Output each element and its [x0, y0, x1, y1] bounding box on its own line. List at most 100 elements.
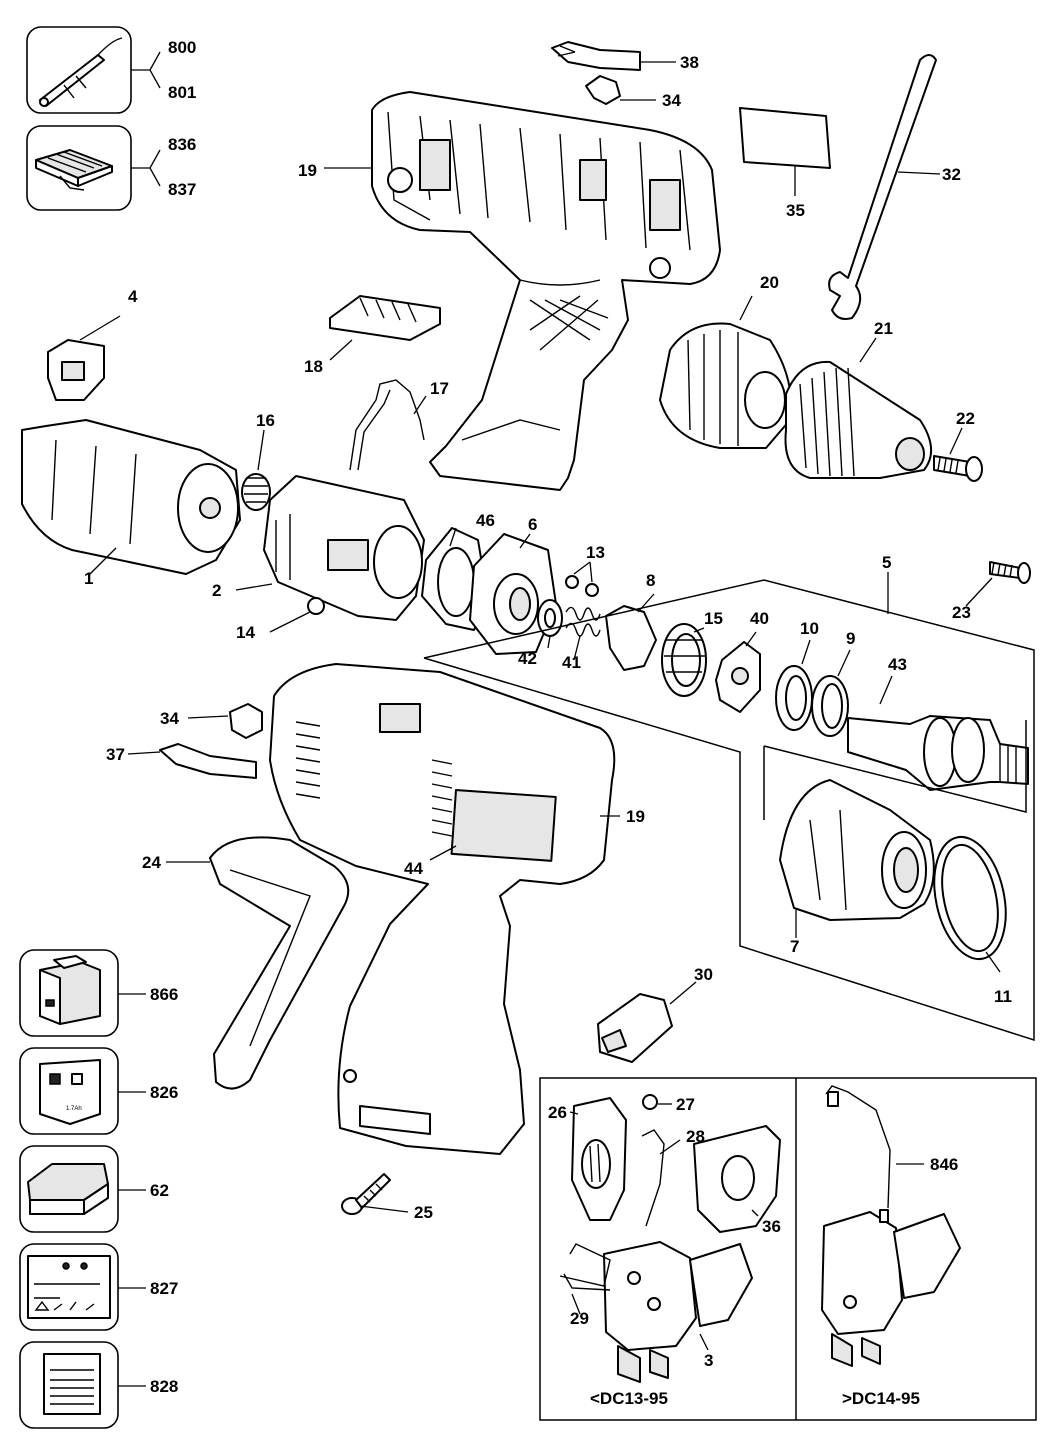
label-10: 10: [800, 619, 819, 638]
label-800: 800: [168, 38, 196, 57]
part-15-clutch-spring[interactable]: [661, 623, 707, 697]
accessory-826-label[interactable]: 1.7Ah: [19, 1047, 146, 1135]
label-15: 15: [704, 609, 723, 628]
part-30-switch-button[interactable]: [597, 981, 697, 1063]
callout-labels: 800 801 836 837 38 34 19 35 32 4 18 17 2…: [84, 38, 1012, 1408]
part-9-ring[interactable]: [811, 649, 851, 737]
label-30: 30: [694, 965, 713, 984]
part-40-clutch-adjuster[interactable]: [715, 631, 761, 713]
label-828: 828: [150, 1377, 178, 1396]
part-14-screw[interactable]: [269, 597, 325, 633]
label-11: 11: [994, 987, 1012, 1006]
label-7: 7: [790, 937, 799, 956]
label-35: 35: [786, 201, 805, 220]
accessory-828-rating-label[interactable]: [19, 1341, 146, 1429]
part-29-wire[interactable]: [563, 1273, 611, 1315]
label-32: 32: [942, 165, 961, 184]
label-3: 3: [704, 1351, 713, 1370]
label-21: 21: [874, 319, 893, 338]
switch-detail-box: [539, 1077, 1037, 1421]
part-13-balls[interactable]: [565, 561, 599, 597]
part-23-screw[interactable]: [965, 561, 1031, 607]
assembly-5-frame: [423, 572, 1035, 1042]
accessory-62-charger[interactable]: [19, 1145, 146, 1233]
part-3-trigger-switch[interactable]: [559, 1241, 753, 1383]
part-34-bit-clip-top[interactable]: [585, 75, 656, 105]
label-19-bottom: 19: [626, 807, 645, 826]
part-11-seal-ring[interactable]: [924, 830, 1016, 973]
label-6: 6: [528, 515, 537, 534]
label-42: 42: [518, 649, 537, 668]
part-32-wrench[interactable]: [828, 54, 941, 320]
part-24-handle-grip[interactable]: [166, 836, 350, 1090]
label-19-top: 19: [298, 161, 317, 180]
label-40: 40: [750, 609, 769, 628]
label-17: 17: [430, 379, 449, 398]
part-18-forward-reverse-slider[interactable]: [329, 295, 441, 361]
label-22: 22: [956, 409, 975, 428]
label-8: 8: [646, 571, 655, 590]
part-38-screwdriver-bit[interactable]: [551, 41, 676, 71]
part-26-switch-pcb[interactable]: [569, 1097, 627, 1221]
part-36-insulator-plate[interactable]: [693, 1125, 781, 1233]
label-826-capacity: 1.7Ah: [66, 1106, 82, 1112]
part-28-wire[interactable]: [641, 1129, 681, 1227]
accessory-800-801[interactable]: [26, 26, 132, 114]
part-16-pinion-gear[interactable]: [241, 429, 271, 511]
label-37: 37: [106, 745, 125, 764]
accessory-827-warning-label[interactable]: [19, 1243, 146, 1331]
label-2: 2: [212, 581, 221, 600]
part-27-nut[interactable]: [642, 1094, 672, 1110]
label-826: 826: [150, 1083, 178, 1102]
label-46: 46: [476, 511, 495, 530]
part-8-clutch-carrier[interactable]: [605, 593, 657, 671]
version-label-right: >DC14-95: [842, 1389, 920, 1408]
label-16: 16: [256, 411, 275, 430]
accessory-836-837[interactable]: [26, 125, 132, 211]
label-866: 866: [150, 985, 178, 1004]
part-17-spring-clip[interactable]: [349, 379, 427, 471]
part-22-chuck-screw[interactable]: [933, 427, 983, 482]
label-846: 846: [930, 1155, 958, 1174]
label-836: 836: [168, 135, 196, 154]
label-28: 28: [686, 1127, 705, 1146]
part-6-ring-gear[interactable]: [469, 533, 557, 655]
label-5: 5: [882, 553, 891, 572]
label-27: 27: [676, 1095, 695, 1114]
part-21-keyless-chuck[interactable]: [784, 337, 932, 479]
part-10-retaining-ring[interactable]: [775, 639, 813, 731]
part-35-label[interactable]: [739, 107, 831, 196]
label-23: 23: [952, 603, 971, 622]
part-7-gear-case[interactable]: [779, 779, 935, 938]
part-37-screwdriver-bit[interactable]: [127, 743, 257, 779]
part-1-motor[interactable]: [21, 419, 241, 575]
label-29: 29: [570, 1309, 589, 1328]
label-24: 24: [142, 853, 161, 872]
leader-lines-accessories: [131, 51, 161, 187]
label-4: 4: [128, 287, 138, 306]
label-837: 837: [168, 180, 196, 199]
part-25-screw[interactable]: [341, 1173, 409, 1215]
label-25: 25: [414, 1203, 433, 1222]
version-label-left: <DC13-95: [590, 1389, 668, 1408]
label-34-bottom: 34: [160, 709, 179, 728]
label-44: 44: [404, 859, 423, 878]
label-41: 41: [562, 653, 581, 672]
label-38: 38: [680, 53, 699, 72]
label-1: 1: [84, 569, 93, 588]
part-19-housing-half-bottom[interactable]: [269, 663, 620, 1155]
label-20: 20: [760, 273, 779, 292]
label-13: 13: [586, 543, 605, 562]
part-846-switch-assembly[interactable]: [821, 1085, 961, 1367]
part-19-housing-half-top[interactable]: [324, 91, 721, 491]
part-20-chuck-sleeve[interactable]: [659, 295, 793, 449]
label-26: 26: [548, 1103, 567, 1122]
label-18: 18: [304, 357, 323, 376]
part-2-gearbox[interactable]: [235, 475, 425, 621]
part-43-spindle[interactable]: [847, 675, 1029, 791]
accessory-866-battery[interactable]: [19, 949, 146, 1037]
label-9: 9: [846, 629, 855, 648]
part-4-terminal-block[interactable]: [47, 315, 121, 401]
part-34-bit-clip-bottom[interactable]: [187, 703, 263, 739]
